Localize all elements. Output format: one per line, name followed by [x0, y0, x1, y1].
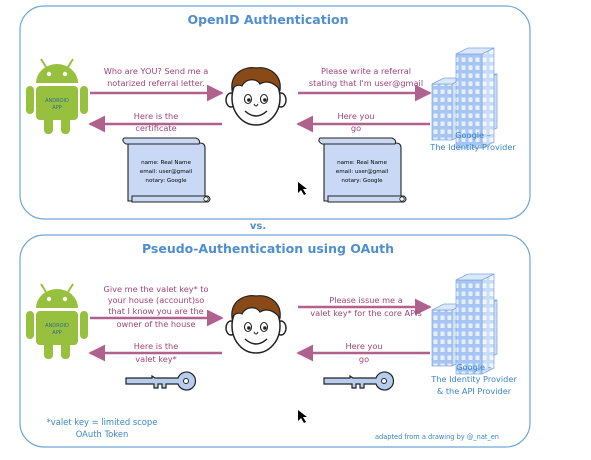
identity-provider-label-2: The Identity Provider [429, 142, 516, 152]
message-write-referral: Please write a referral [321, 66, 411, 76]
message-request-referral-2: notarized referral letter. [107, 78, 205, 88]
message-issue-valet-key-2: valet key* for the core APIs [310, 308, 421, 318]
versus-label: vs. [250, 221, 266, 232]
message-here-you-go: Here you [337, 111, 374, 121]
api-provider-label: Google – [456, 362, 492, 372]
certificate-line: name: Real Name [337, 160, 387, 166]
api-provider-label-2: The Identity Provider [430, 374, 517, 384]
message-valet-key-request: Give me the valet key* to [104, 284, 209, 294]
openid-title: OpenID Authentication [187, 12, 348, 27]
android-app-label: ANDROID [45, 323, 69, 329]
message-request-referral: Who are YOU? Send me a [104, 66, 209, 76]
message-here-you-go-2: go [351, 123, 361, 133]
oauth-panel: Pseudo-Authentication using OAuth ANDROI… [19, 234, 531, 448]
android-app-label-2: APP [52, 330, 61, 336]
message-here-is-valet-key-2: valet key* [135, 354, 176, 364]
footnote-valet-key: *valet key = limited scope [47, 417, 158, 427]
android-app-icon-top: ANDROID APP [25, 58, 89, 135]
android-app-label: ANDROID [45, 98, 69, 104]
certificate-line: notary: Google [341, 178, 383, 184]
message-valet-key-request-2: your house (account)so [108, 295, 205, 305]
mouse-cursor-icon [298, 410, 307, 423]
credit-text: adapted from a drawing by @_nat_en [375, 433, 499, 441]
api-provider-label-3: & the API Provider [437, 386, 512, 396]
android-app-label-2: APP [52, 105, 61, 111]
message-write-referral-2: stating that I'm user@gmail [309, 78, 423, 88]
certificate-line: notary: Google [145, 178, 187, 184]
message-issue-valet-key: Please issue me a [329, 295, 402, 305]
certificate-line: name: Real Name [141, 160, 191, 166]
message-valet-key-request-4: owner of the house [116, 319, 195, 329]
message-here-is-valet-key: Here is the [134, 341, 179, 351]
mouse-cursor-icon [298, 182, 307, 195]
openid-panel: OpenID Authentication ANDROID APP Google… [19, 5, 531, 220]
identity-provider-label: Google – [455, 130, 491, 140]
certificate-scroll-icon-right: name: Real Name email: user@gmail notary… [318, 137, 407, 203]
message-certificate-2: certificate [135, 123, 176, 133]
message-certificate: Here is the [134, 111, 179, 121]
footnote-valet-key-2: OAuth Token [76, 429, 129, 439]
certificate-line: email: user@gmail [336, 169, 389, 175]
certificate-scroll-icon-left: name: Real Name email: user@gmail notary… [122, 137, 211, 203]
message-here-you-go-2: go [359, 354, 369, 364]
android-app-icon-bottom: ANDROID APP [25, 283, 89, 360]
oauth-title: Pseudo-Authentication using OAuth [142, 241, 394, 256]
certificate-line: email: user@gmail [140, 169, 193, 175]
message-valet-key-request-3: that I know you are the [108, 306, 203, 316]
message-here-you-go: Here you [345, 341, 382, 351]
